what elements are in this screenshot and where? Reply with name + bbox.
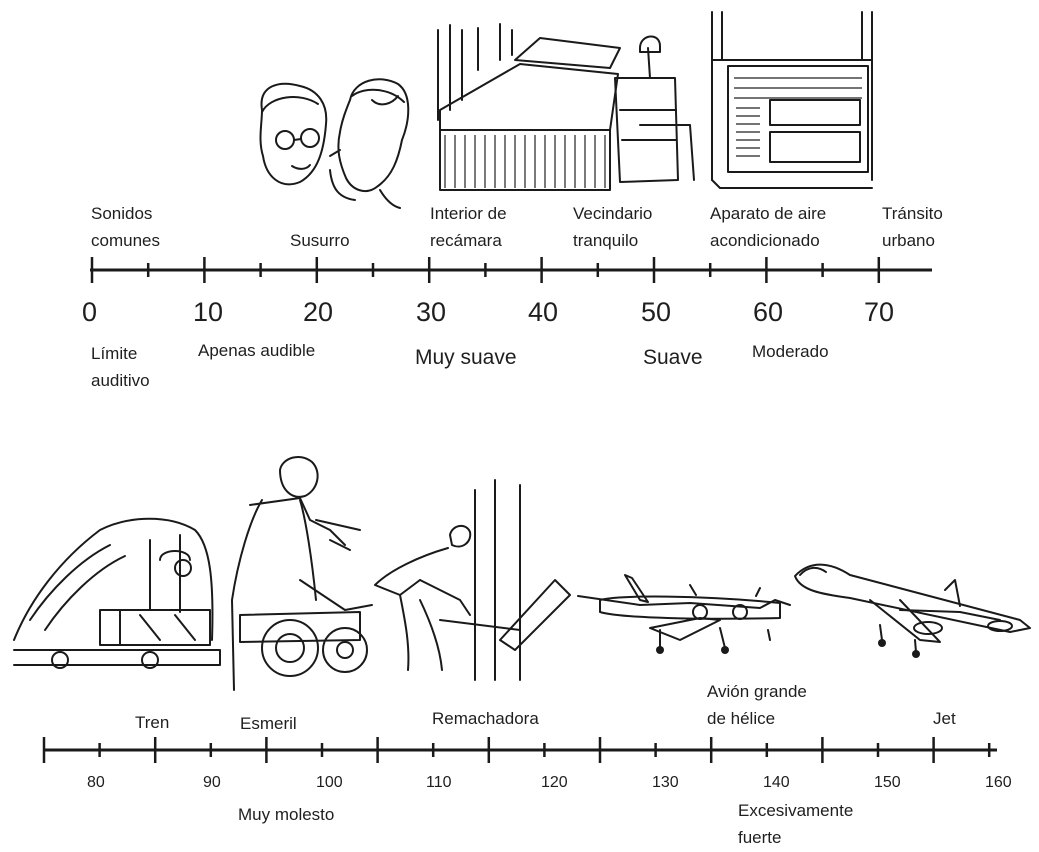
bottom-scale-numbers: 80 90 100 110 120 130 140 150 160 <box>87 774 1012 791</box>
tick-label-40: 40 <box>528 297 558 327</box>
source-transito-line1: Tránsito <box>882 204 943 223</box>
propeller-airplane-illustration <box>578 575 790 654</box>
source-aire-line2: acondicionado <box>710 231 820 250</box>
source-jet: Jet <box>933 709 956 728</box>
level-muy-molesto: Muy molesto <box>238 805 334 824</box>
source-tren: Tren <box>135 713 169 732</box>
level-moderado: Moderado <box>752 342 829 361</box>
top-scale-numbers: 0 10 20 30 40 50 60 70 <box>82 297 894 327</box>
source-recamara-line1: Interior de <box>430 204 507 223</box>
whisper-illustration <box>260 79 408 208</box>
tick-label-90: 90 <box>203 774 221 791</box>
level-limite-line1: Límite <box>91 344 137 363</box>
tick-label-60: 60 <box>753 297 783 327</box>
tick-label-110: 110 <box>426 774 452 791</box>
air-conditioner-illustration <box>712 12 872 188</box>
source-sonidos-comunes-line2: comunes <box>91 231 160 250</box>
source-vecindario-line1: Vecindario <box>573 204 652 223</box>
source-aire-line1: Aparato de aire <box>710 204 826 223</box>
source-recamara-line2: recámara <box>430 231 502 250</box>
top-scale: 0 10 20 30 40 50 60 70 Sonidos comunes S… <box>82 204 943 390</box>
source-esmeril: Esmeril <box>240 714 297 733</box>
riveter-illustration <box>375 480 570 680</box>
tick-label-70: 70 <box>864 297 894 327</box>
source-vecindario-line2: tranquilo <box>573 231 638 250</box>
tick-label-150: 150 <box>874 774 901 791</box>
tick-label-140: 140 <box>763 774 790 791</box>
tick-label-160: 160 <box>985 774 1012 791</box>
grinder-illustration <box>232 457 372 690</box>
tick-label-50: 50 <box>641 297 671 327</box>
source-transito-line2: urbano <box>882 231 935 250</box>
bottom-scale: 80 90 100 110 120 130 140 150 160 Tren E… <box>44 682 1012 847</box>
level-excesivamente-line2: fuerte <box>738 828 781 847</box>
bedroom-illustration <box>438 24 694 190</box>
jet-illustration <box>795 565 1030 658</box>
tick-label-20: 20 <box>303 297 333 327</box>
source-sonidos-comunes-line1: Sonidos <box>91 204 152 223</box>
level-limite-line2: auditivo <box>91 371 150 390</box>
tick-label-80: 80 <box>87 774 105 791</box>
level-excesivamente-line1: Excesivamente <box>738 801 853 820</box>
level-muy-suave: Muy suave <box>415 346 517 369</box>
tick-label-10: 10 <box>193 297 223 327</box>
tick-label-100: 100 <box>316 774 343 791</box>
tick-label-120: 120 <box>541 774 568 791</box>
source-avion-line1: Avión grande <box>707 682 807 701</box>
source-avion-line2: de hélice <box>707 709 775 728</box>
tick-label-130: 130 <box>652 774 679 791</box>
source-susurro: Susurro <box>290 231 350 250</box>
train-illustration <box>14 519 220 668</box>
source-remachadora: Remachadora <box>432 709 539 728</box>
level-suave: Suave <box>643 346 703 369</box>
tick-label-0: 0 <box>82 297 97 327</box>
tick-label-30: 30 <box>416 297 446 327</box>
level-apenas-audible: Apenas audible <box>198 341 315 360</box>
